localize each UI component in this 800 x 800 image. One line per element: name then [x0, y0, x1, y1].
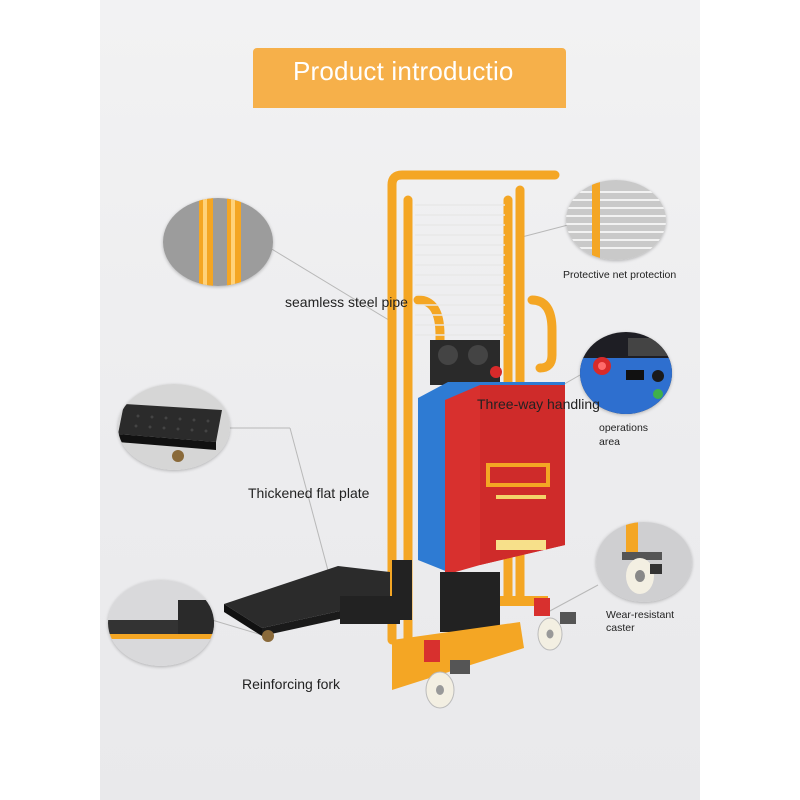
steel-pipe-closeup — [163, 198, 273, 286]
label-operations-area-1: operations — [599, 422, 649, 434]
reinforcing-fork-closeup-image — [108, 580, 214, 666]
caster-closeup — [596, 522, 692, 602]
steel-pipe-closeup-image — [163, 198, 273, 286]
label-three-way-handling: Three-way handling — [477, 396, 600, 412]
label-thickened-flat-plate: Thickened flat plate — [248, 485, 370, 501]
label-seamless-steel-pipe: seamless steel pipe — [285, 294, 408, 310]
protective-net-closeup-image — [566, 180, 666, 260]
label-reinforcing-fork: Reinforcing fork — [242, 676, 341, 692]
operations-panel-image — [580, 332, 672, 414]
label-protective-net: Protective net protection — [563, 269, 677, 281]
label-wear-resistant-2: caster — [606, 622, 635, 634]
operations-area-closeup — [580, 332, 672, 414]
protective-net-closeup — [566, 180, 666, 260]
product-intro-banner: Product introductio — [253, 48, 566, 108]
flat-plate-closeup-image — [118, 384, 230, 470]
label-operations-area-2: area — [599, 436, 621, 448]
banner-title: Product introductio — [293, 56, 514, 86]
flat-plate-closeup — [118, 384, 230, 470]
caster-closeup-image — [596, 522, 692, 602]
label-wear-resistant-1: Wear-resistant — [606, 609, 675, 621]
reinforcing-fork-closeup — [108, 580, 214, 666]
